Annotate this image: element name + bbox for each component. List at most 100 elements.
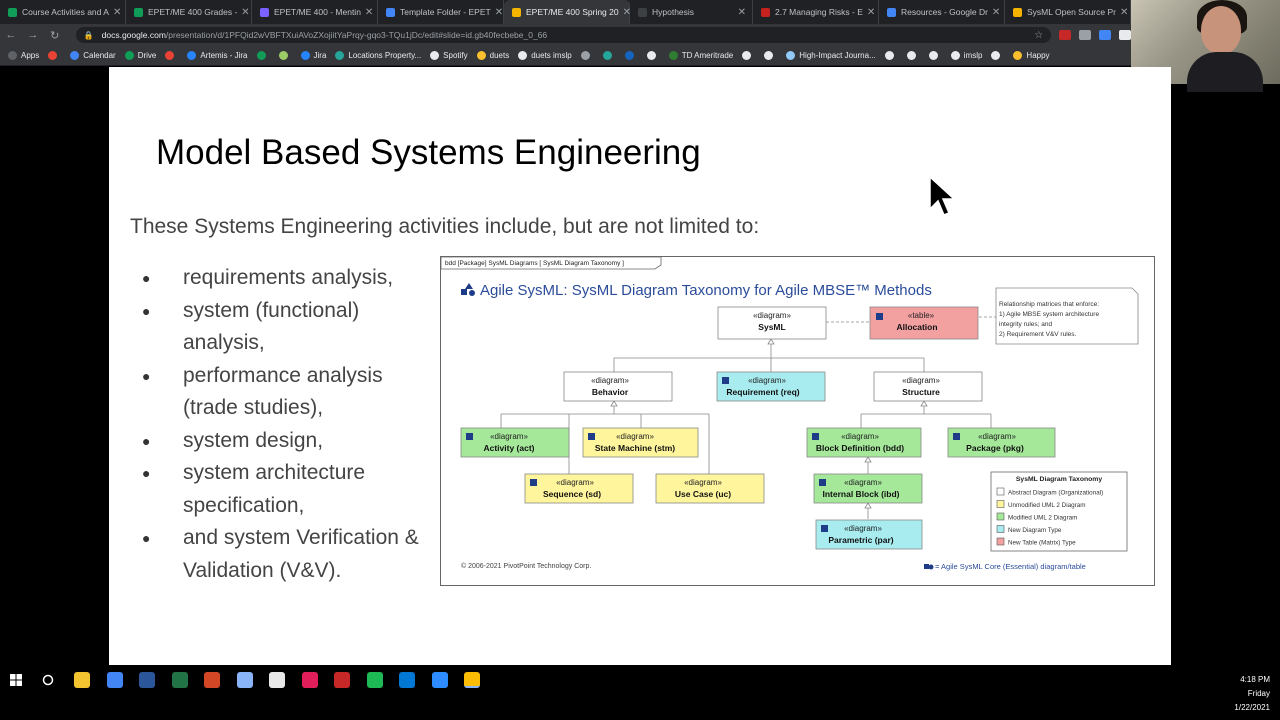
browser-tab[interactable]: EPET/ME 400 - Mentin✕ xyxy=(252,0,378,24)
bookmark-item[interactable]: duets xyxy=(476,51,509,60)
browser-tab[interactable]: SysML Open Source Pr✕ xyxy=(1005,0,1131,24)
app-icon[interactable] xyxy=(334,672,350,688)
bookmark-item[interactable] xyxy=(165,51,178,60)
connector-lines xyxy=(500,316,996,519)
bookmark-item[interactable] xyxy=(48,51,61,60)
bookmark-item[interactable] xyxy=(742,51,755,60)
bookmark-label: Apps xyxy=(21,51,40,60)
spotify-icon[interactable] xyxy=(366,672,383,688)
powerpoint-icon[interactable] xyxy=(204,672,220,688)
presentation-slide: Model Based Systems Engineering These Sy… xyxy=(109,67,1171,665)
slack-icon[interactable] xyxy=(301,672,318,688)
tab-label: EPET/ME 400 Grades - xyxy=(148,7,238,17)
bookmark-item[interactable] xyxy=(928,51,942,60)
browser-tab[interactable]: EPET/ME 400 Spring 20✕ xyxy=(504,0,631,24)
zoom-icon[interactable] xyxy=(431,672,448,688)
tab-close-icon[interactable]: ✕ xyxy=(1119,6,1129,18)
tab-close-icon[interactable]: ✕ xyxy=(991,6,1001,18)
bookmark-favicon-icon xyxy=(950,51,960,60)
bookmark-star-icon[interactable]: ☆ xyxy=(1034,29,1044,41)
tab-favicon-icon xyxy=(761,7,770,17)
chrome-icon[interactable] xyxy=(106,672,123,688)
file-explorer-icon[interactable] xyxy=(74,672,90,688)
outlook-icon[interactable] xyxy=(399,672,415,688)
legend-swatch xyxy=(996,500,1005,508)
svg-text:Parametric (par): Parametric (par) xyxy=(828,535,893,545)
bookmarks-bar: Apps Calendar Drive Artemis - Jira Jira Locat… xyxy=(0,46,1131,66)
acrobat-icon[interactable] xyxy=(269,672,285,688)
browser-tab[interactable]: 2.7 Managing Risks - E✕ xyxy=(753,0,879,24)
extension-icon[interactable] xyxy=(1119,30,1131,40)
bookmark-item[interactable]: Spotify xyxy=(430,51,468,60)
extension-icon[interactable] xyxy=(1059,30,1072,40)
bookmark-item[interactable]: Locations Property... xyxy=(335,51,421,60)
bookmark-item[interactable]: duets imslp xyxy=(518,51,572,60)
back-icon[interactable]: ← xyxy=(5,29,17,41)
browser-tab[interactable]: Template Folder - EPET✕ xyxy=(378,0,504,24)
svg-text:«table»: «table» xyxy=(908,311,935,320)
svg-text:«diagram»: «diagram» xyxy=(844,524,882,533)
bookmark-item[interactable] xyxy=(991,51,1004,60)
svg-text:«diagram»: «diagram» xyxy=(841,432,879,441)
search-circle-icon[interactable] xyxy=(42,674,54,686)
tab-close-icon[interactable]: ✕ xyxy=(364,6,374,18)
tab-close-icon[interactable]: ✕ xyxy=(622,6,631,18)
bookmark-item[interactable]: Artemis - Jira xyxy=(187,51,248,60)
tab-strip: Course Activities and A✕EPET/ME 400 Grad… xyxy=(0,0,1131,24)
svg-text:Sequence (sd): Sequence (sd) xyxy=(543,489,601,499)
bookmark-item[interactable] xyxy=(602,51,616,60)
bookmark-item[interactable]: High-Impact Journa... xyxy=(786,51,876,60)
bookmark-item[interactable] xyxy=(278,51,292,60)
tab-close-icon[interactable]: ✕ xyxy=(241,6,250,18)
forward-icon[interactable]: → xyxy=(27,29,39,41)
tab-label: Course Activities and A xyxy=(22,7,109,17)
bookmark-item[interactable]: Calendar xyxy=(70,51,116,60)
node-sequence: «diagram» Sequence (sd) xyxy=(524,473,634,504)
bookmark-item[interactable]: Happy xyxy=(1013,51,1050,60)
bookmark-item[interactable]: imslp xyxy=(950,51,982,60)
legend-item: New Diagram Type xyxy=(996,525,1062,534)
tab-close-icon[interactable]: ✕ xyxy=(866,6,876,18)
tab-close-icon[interactable]: ✕ xyxy=(494,6,504,18)
bookmark-item[interactable]: Drive xyxy=(124,51,157,60)
bookmark-item[interactable] xyxy=(646,51,660,60)
browser-tab[interactable]: Course Activities and A✕ xyxy=(0,0,126,24)
tab-favicon-icon xyxy=(887,7,896,17)
bookmark-item[interactable] xyxy=(906,51,920,60)
bookmark-favicon-icon xyxy=(48,51,58,60)
bookmark-item[interactable] xyxy=(884,51,898,60)
bookmark-item[interactable] xyxy=(764,51,777,60)
bookmark-favicon-icon xyxy=(165,51,175,60)
bookmark-item[interactable] xyxy=(624,51,638,60)
tab-close-icon[interactable]: ✕ xyxy=(737,6,746,18)
copyright-text: © 2006-2021 PivotPoint Technology Corp. xyxy=(461,562,591,570)
url-input[interactable]: 🔒 docs.google.com /presentation/d/1PFQid… xyxy=(75,27,1052,43)
browser-tab[interactable]: Hypothesis✕ xyxy=(630,0,753,24)
extension-icon[interactable] xyxy=(1079,30,1092,40)
bookmark-label: duets imslp xyxy=(531,51,572,60)
tab-close-icon[interactable]: ✕ xyxy=(112,6,122,18)
bookmark-item[interactable]: Apps xyxy=(8,51,39,60)
bookmark-label: Calendar xyxy=(83,51,116,60)
chrome-active-icon[interactable] xyxy=(464,672,480,688)
address-bar-row: ← → ↻ 🔒 docs.google.com /presentation/d/… xyxy=(0,24,1131,46)
bookmark-item[interactable]: Jira xyxy=(300,51,326,60)
paint-icon[interactable] xyxy=(236,672,253,688)
browser-tab[interactable]: Resources - Google Dr✕ xyxy=(879,0,1005,24)
browser-tab[interactable]: EPET/ME 400 Grades -✕ xyxy=(126,0,252,24)
bookmark-item[interactable]: TD Ameritrade xyxy=(668,51,733,60)
bookmark-favicon-icon xyxy=(300,51,310,60)
bookmark-item[interactable] xyxy=(580,51,594,60)
excel-icon[interactable] xyxy=(171,672,188,688)
slide-subtitle: These Systems Engineering activities inc… xyxy=(130,215,760,238)
word-icon[interactable] xyxy=(139,672,155,688)
bookmark-item[interactable] xyxy=(256,51,270,60)
bookmark-favicon-icon xyxy=(124,51,134,60)
bookmark-favicon-icon xyxy=(70,51,80,60)
bookmark-label: Drive xyxy=(137,51,157,60)
windows-start-icon[interactable] xyxy=(10,674,22,686)
extension-icon[interactable] xyxy=(1099,30,1112,40)
bullet-item: performance analysis (trade studies), xyxy=(139,360,439,425)
system-clock[interactable]: 4:18 PM Friday 1/22/2021 xyxy=(1234,673,1270,715)
reload-icon[interactable]: ↻ xyxy=(50,29,60,42)
